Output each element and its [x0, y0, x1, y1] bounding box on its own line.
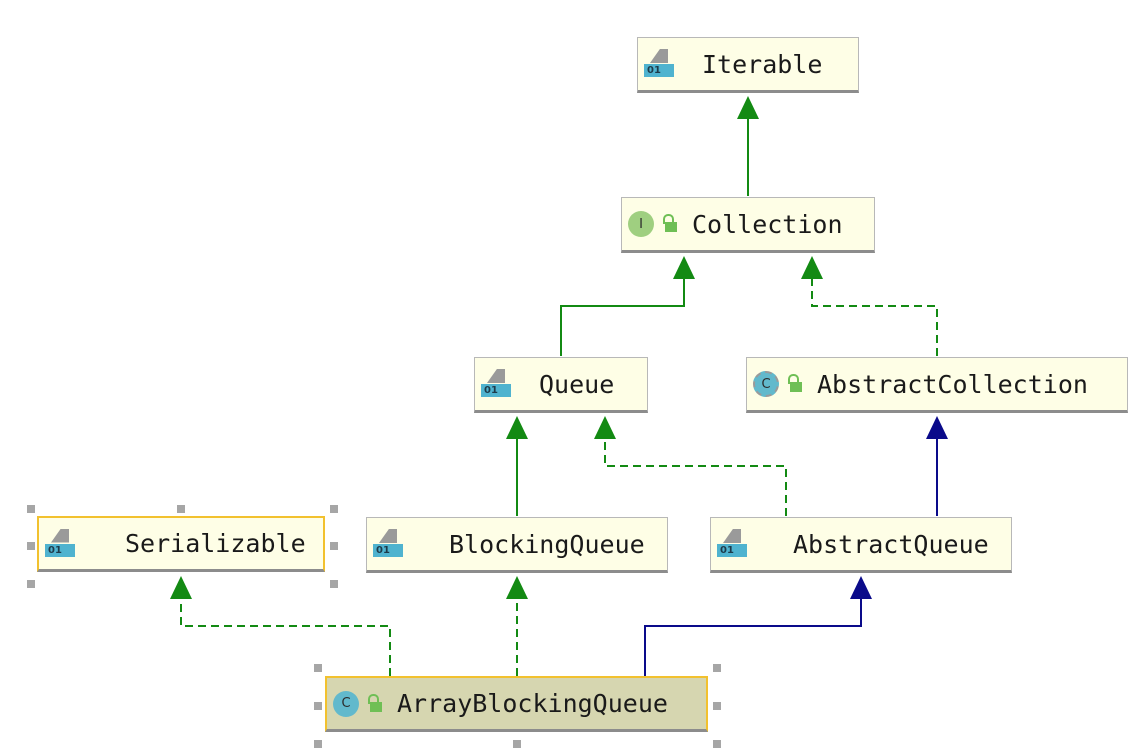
lock-icon — [787, 374, 803, 394]
node-label: ArrayBlockingQueue — [397, 689, 668, 718]
node-queue[interactable]: 01 Queue — [474, 357, 648, 413]
arrowhead-abstractqueue — [850, 576, 872, 599]
node-label: BlockingQueue — [449, 529, 645, 559]
abstract-class-badge-icon: C — [753, 371, 779, 397]
interface-badge-icon: I — [628, 211, 654, 237]
resize-handle[interactable] — [713, 740, 721, 748]
edge-abstractcollection-collection — [811, 278, 938, 356]
arrowhead-queue-left — [506, 416, 528, 439]
resize-handle[interactable] — [713, 702, 721, 710]
node-label: Collection — [692, 209, 843, 239]
arrowhead-collection-right — [801, 256, 823, 279]
resize-handle[interactable] — [27, 505, 35, 513]
edge-arrayblockingqueue-abstractqueue — [644, 598, 862, 676]
resize-handle[interactable] — [27, 580, 35, 588]
node-collection[interactable]: I Collection — [621, 197, 875, 253]
arrowhead-abstractcollection — [926, 416, 948, 439]
resize-handle[interactable] — [513, 740, 521, 748]
edge-queue-collection — [560, 278, 685, 356]
arrowhead-blockingqueue — [506, 576, 528, 599]
resize-handle[interactable] — [177, 505, 185, 513]
lock-icon — [367, 693, 383, 714]
resize-handle[interactable] — [330, 505, 338, 513]
node-label: Queue — [539, 369, 615, 399]
node-array-blocking-queue[interactable]: C ArrayBlockingQueue — [325, 676, 708, 732]
resize-handle[interactable] — [713, 664, 721, 672]
node-label: Iterable — [702, 49, 823, 79]
node-serializable[interactable]: 01 Serializable — [37, 516, 325, 572]
interface-file-icon: 01 — [373, 528, 405, 560]
resize-handle[interactable] — [314, 702, 322, 710]
node-abstract-collection[interactable]: C AbstractCollection — [746, 357, 1128, 413]
class-badge-icon: C — [333, 690, 359, 717]
node-iterable[interactable]: 01 Iterable — [637, 37, 859, 93]
node-label: Serializable — [125, 529, 306, 558]
interface-file-icon: 01 — [45, 528, 77, 560]
resize-handle[interactable] — [330, 542, 338, 550]
resize-handle[interactable] — [314, 740, 322, 748]
arrowhead-serializable — [170, 576, 192, 599]
node-label: AbstractQueue — [793, 529, 989, 559]
resize-handle[interactable] — [27, 542, 35, 550]
interface-file-icon: 01 — [717, 528, 749, 560]
arrowhead-collection-left — [673, 256, 695, 279]
node-label: AbstractCollection — [817, 369, 1088, 399]
lock-icon — [662, 214, 678, 234]
edge-abstractqueue-queue — [604, 438, 787, 516]
arrowhead-iterable — [737, 96, 759, 119]
resize-handle[interactable] — [314, 664, 322, 672]
interface-file-icon: 01 — [481, 368, 513, 400]
node-blocking-queue[interactable]: 01 BlockingQueue — [366, 517, 668, 573]
resize-handle[interactable] — [330, 580, 338, 588]
interface-file-icon: 01 — [644, 48, 676, 80]
node-abstract-queue[interactable]: 01 AbstractQueue — [710, 517, 1012, 573]
edge-arrayblockingqueue-serializable — [180, 598, 391, 676]
arrowhead-queue-right — [594, 416, 616, 439]
